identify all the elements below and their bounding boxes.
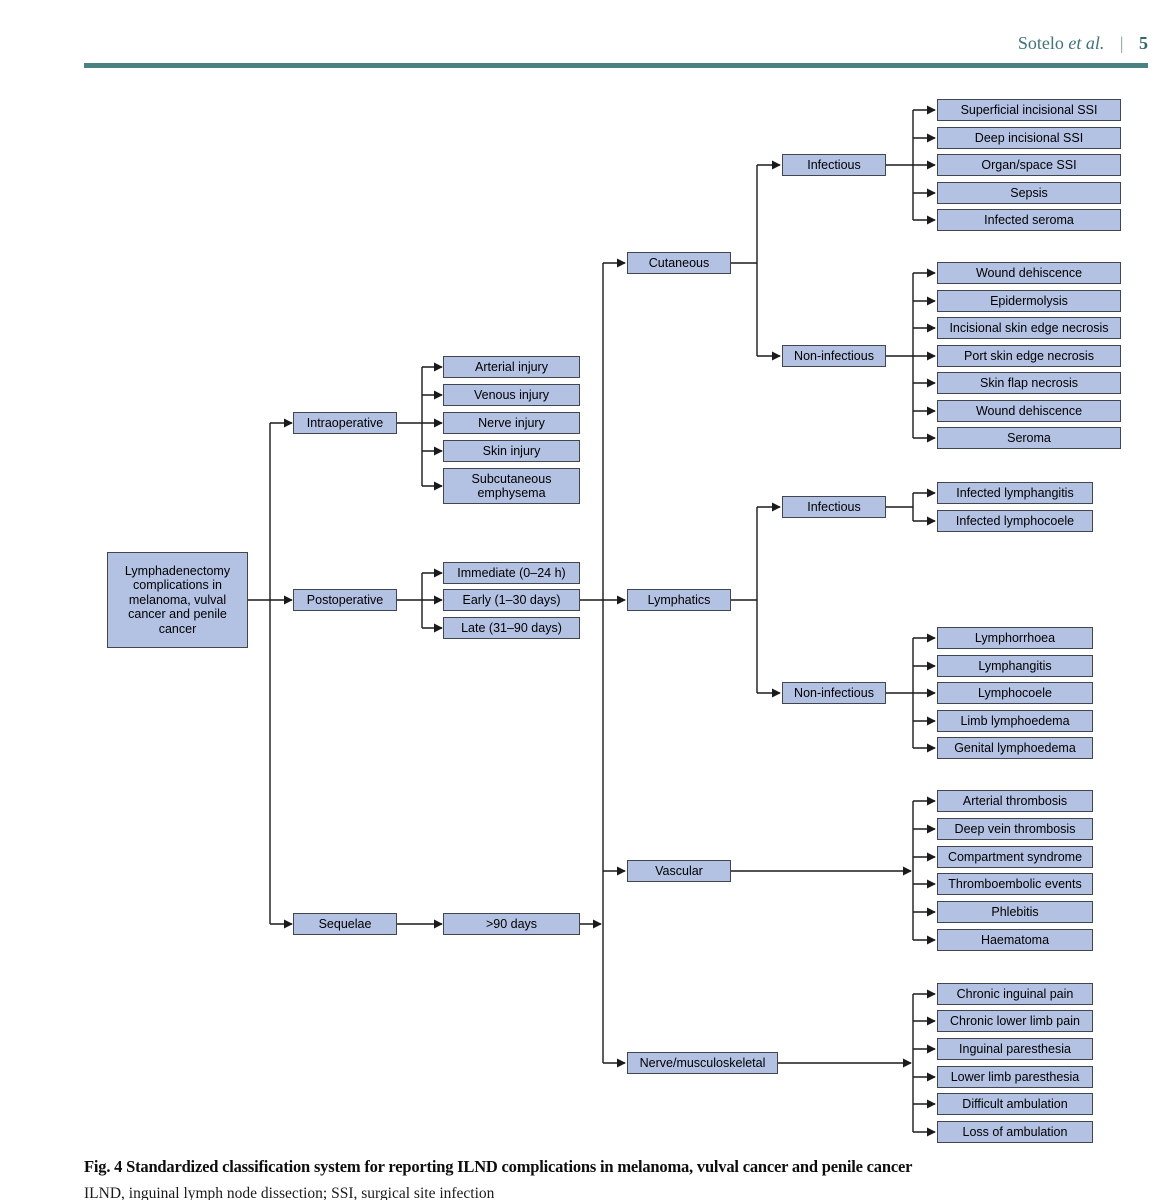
et-al-text: et al.: [1068, 33, 1105, 53]
root-node: Lymphadenectomy complications in melanom…: [107, 552, 248, 648]
intraoperative-node: Intraoperative: [293, 412, 397, 434]
header-divider: |: [1119, 33, 1124, 53]
intraoperative-leaf-2: Nerve injury: [443, 412, 580, 434]
intraoperative-leaf-0: Arterial injury: [443, 356, 580, 378]
running-author: Sotelo: [1017, 33, 1064, 53]
nerve-leaf-0: Chronic inguinal pain: [937, 983, 1093, 1005]
cutaneous-infectious-node: Infectious: [782, 154, 886, 176]
nerve-leaf-2: Inguinal paresthesia: [937, 1038, 1093, 1060]
lymphatics-infectious-leaf-1: Infected lymphocoele: [937, 510, 1093, 532]
lymphatics-non-infectious-leaf-0: Lymphorrhoea: [937, 627, 1093, 649]
cutaneous-infectious-leaf-4: Infected seroma: [937, 209, 1121, 231]
vascular-leaf-1: Deep vein thrombosis: [937, 818, 1093, 840]
cutaneous-non-infectious-leaf-3: Port skin edge necrosis: [937, 345, 1121, 367]
nerve-leaf-3: Lower limb paresthesia: [937, 1066, 1093, 1088]
intraoperative-leaf-1: Venous injury: [443, 384, 580, 406]
vascular-leaf-5: Haematoma: [937, 929, 1093, 951]
lymphatics-infectious-node: Infectious: [782, 496, 886, 518]
lymphatics-non-infectious-leaf-4: Genital lymphoedema: [937, 737, 1093, 759]
postoperative-leaf-2: Late (31–90 days): [443, 617, 580, 639]
postoperative-leaf-0: Immediate (0–24 h): [443, 562, 580, 584]
page-number: 5: [1139, 33, 1148, 53]
lymphatics-non-infectious-node: Non-infectious: [782, 682, 886, 704]
cutaneous-non-infectious-leaf-4: Skin flap necrosis: [937, 372, 1121, 394]
nerve-leaf-1: Chronic lower limb pain: [937, 1010, 1093, 1032]
cutaneous-non-infectious-leaf-6: Seroma: [937, 427, 1121, 449]
cutaneous-non-infectious-leaf-2: Incisional skin edge necrosis: [937, 317, 1121, 339]
figure-caption: Fig. 4 Standardized classification syste…: [84, 1157, 913, 1176]
figure-footnote: ILND, inguinal lymph node dissection; SS…: [84, 1185, 495, 1200]
vascular-leaf-4: Phlebitis: [937, 901, 1093, 923]
cutaneous-non-infectious-leaf-0: Wound dehiscence: [937, 262, 1121, 284]
lymphatics-node: Lymphatics: [627, 589, 731, 611]
cutaneous-non-infectious-leaf-1: Epidermolysis: [937, 290, 1121, 312]
sequelae-node: Sequelae: [293, 913, 397, 935]
cutaneous-non-infectious-leaf-5: Wound dehiscence: [937, 400, 1121, 422]
lymphatics-non-infectious-leaf-2: Lymphocoele: [937, 682, 1093, 704]
header-rule: [84, 63, 1148, 68]
cutaneous-infectious-leaf-3: Sepsis: [937, 182, 1121, 204]
cutaneous-infectious-leaf-1: Deep incisional SSI: [937, 127, 1121, 149]
vascular-leaf-0: Arterial thrombosis: [937, 790, 1093, 812]
lymphatics-non-infectious-leaf-3: Limb lymphoedema: [937, 710, 1093, 732]
postoperative-leaf-1: Early (1–30 days): [443, 589, 580, 611]
nerve-musculoskeletal-node: Nerve/musculoskeletal: [627, 1052, 778, 1074]
intraoperative-leaf-4: Subcutaneous emphysema: [443, 468, 580, 504]
vascular-node: Vascular: [627, 860, 731, 882]
cutaneous-infectious-leaf-2: Organ/space SSI: [937, 154, 1121, 176]
lymphatics-infectious-leaf-0: Infected lymphangitis: [937, 482, 1093, 504]
lymphatics-non-infectious-leaf-1: Lymphangitis: [937, 655, 1093, 677]
sequelae-leaf-0: >90 days: [443, 913, 580, 935]
intraoperative-leaf-3: Skin injury: [443, 440, 580, 462]
cutaneous-node: Cutaneous: [627, 252, 731, 274]
postoperative-node: Postoperative: [293, 589, 397, 611]
running-head: Sotelo et al. | 5: [1018, 33, 1148, 54]
nerve-leaf-5: Loss of ambulation: [937, 1121, 1093, 1143]
vascular-leaf-2: Compartment syndrome: [937, 846, 1093, 868]
cutaneous-infectious-leaf-0: Superficial incisional SSI: [937, 99, 1121, 121]
cutaneous-non-infectious-node: Non-infectious: [782, 345, 886, 367]
vascular-leaf-3: Thromboembolic events: [937, 873, 1093, 895]
nerve-leaf-4: Difficult ambulation: [937, 1093, 1093, 1115]
